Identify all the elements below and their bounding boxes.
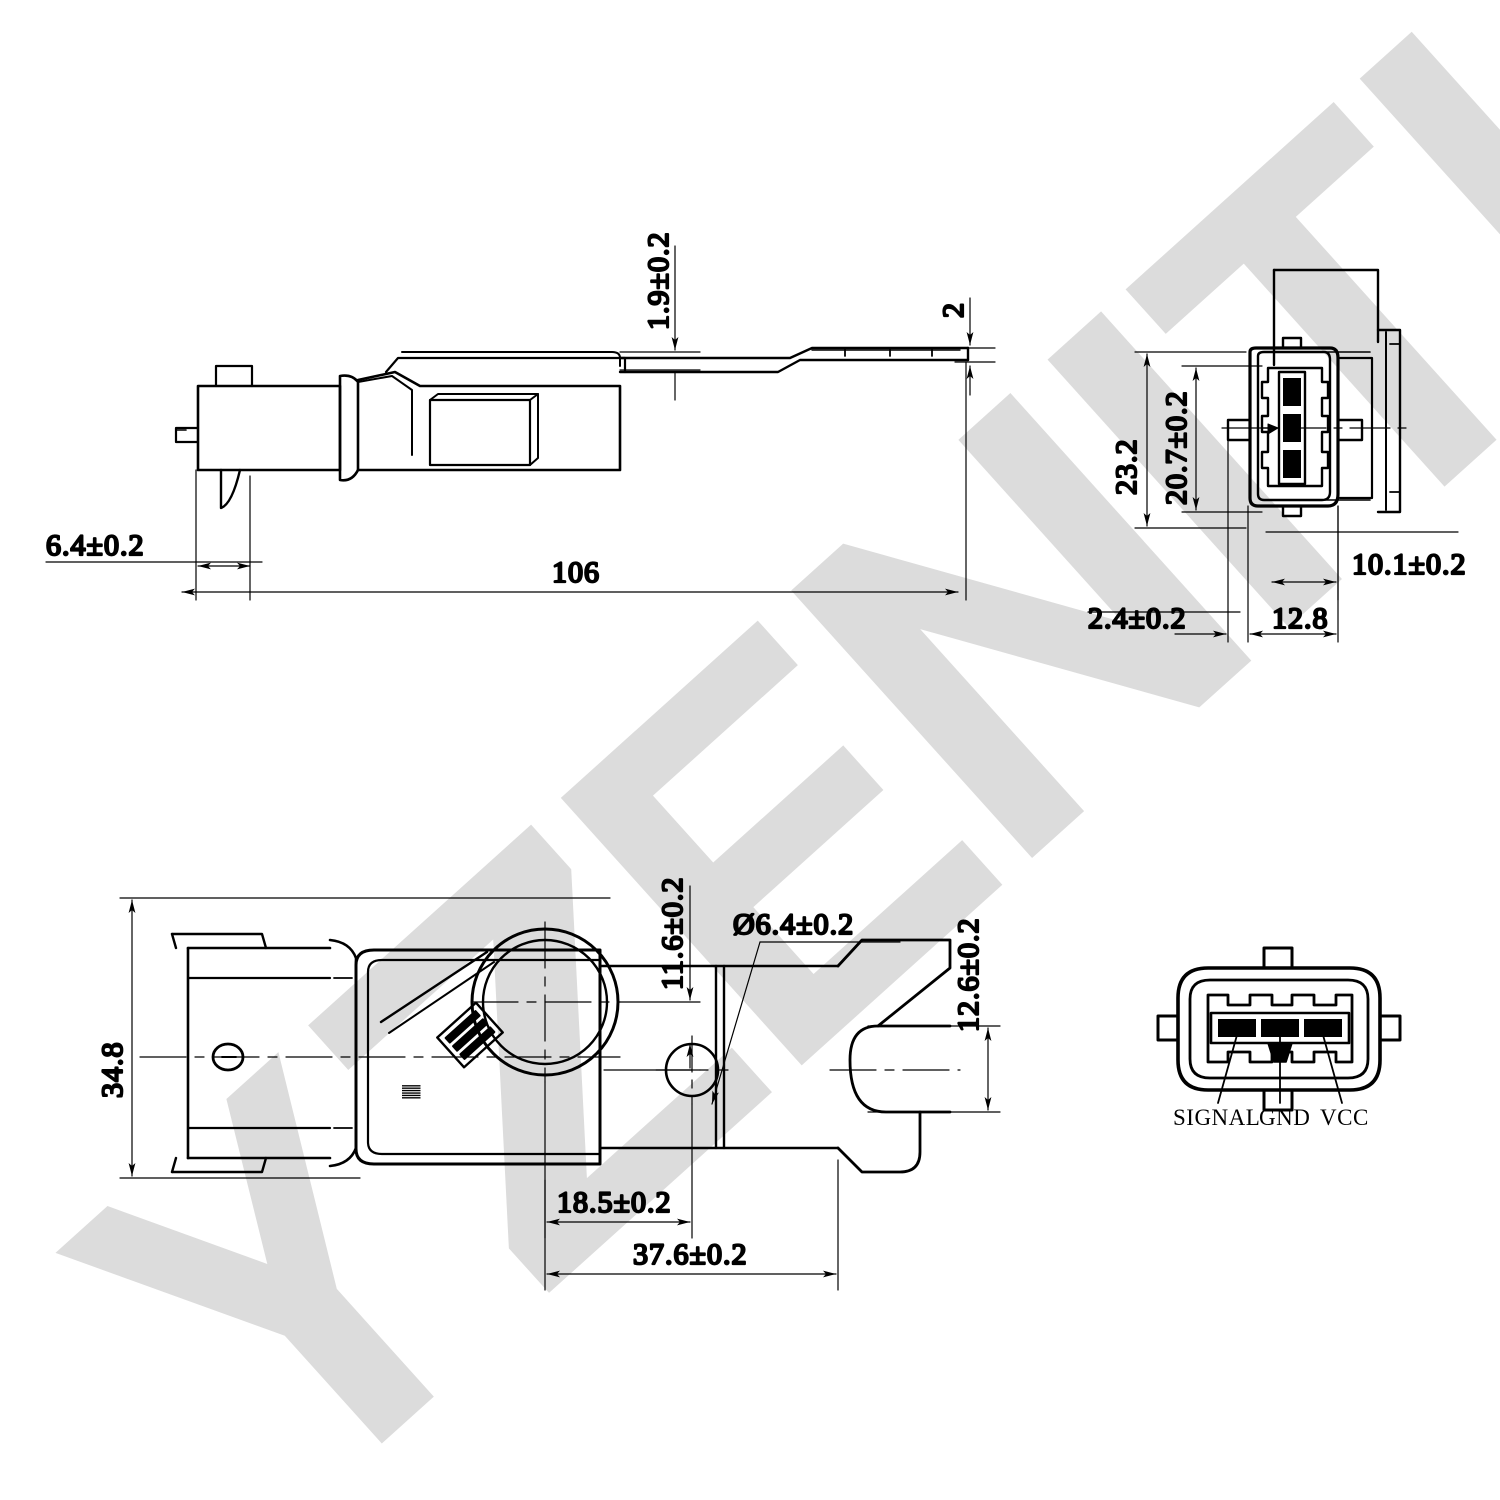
view-connector-end [1221,268,1413,518]
view-connector-pinout [1156,946,1402,1112]
part-marking-text: |||||| [399,1085,421,1100]
dimension-label-106: 106 [552,556,600,589]
view-plan: |||||| [139,921,961,1174]
dimension-label-23-2: 23.2 [1110,439,1143,496]
dimension-12-6 [867,1025,1001,1113]
dimension-label-11-6: 11.6±0.2 [656,877,689,990]
dimension-label-34-8: 34.8 [96,1042,129,1099]
pin-label-signal: SIGNAL [1173,1105,1260,1130]
dimension-2 [954,297,996,396]
dimension-label-6-4: 6.4±0.2 [46,529,144,562]
dimension-label-12-6: 12.6±0.2 [952,918,985,1032]
dimension-label-18-5: 18.5±0.2 [557,1186,671,1219]
pin-label-vcc: VCC [1320,1105,1369,1130]
dimension-label-2: 2 [937,302,970,318]
dimension-label-1-9: 1.9±0.2 [642,232,675,330]
dimension-6-4 [45,469,263,601]
dimension-label-10-1: 10.1±0.2 [1352,548,1466,581]
dimension-label-37-6: 37.6±0.2 [633,1238,747,1271]
dimension-label-20-7: 20.7±0.2 [1160,391,1193,505]
dimension-label-12-8: 12.8 [1272,602,1329,635]
pin-label-gnd: GND [1259,1105,1310,1130]
dimension-label-dia-6-4: Ø6.4±0.2 [733,908,854,941]
view-side-elevation [174,346,970,510]
dimension-1-9 [619,245,701,401]
dimension-label-2-4: 2.4±0.2 [1088,602,1186,635]
